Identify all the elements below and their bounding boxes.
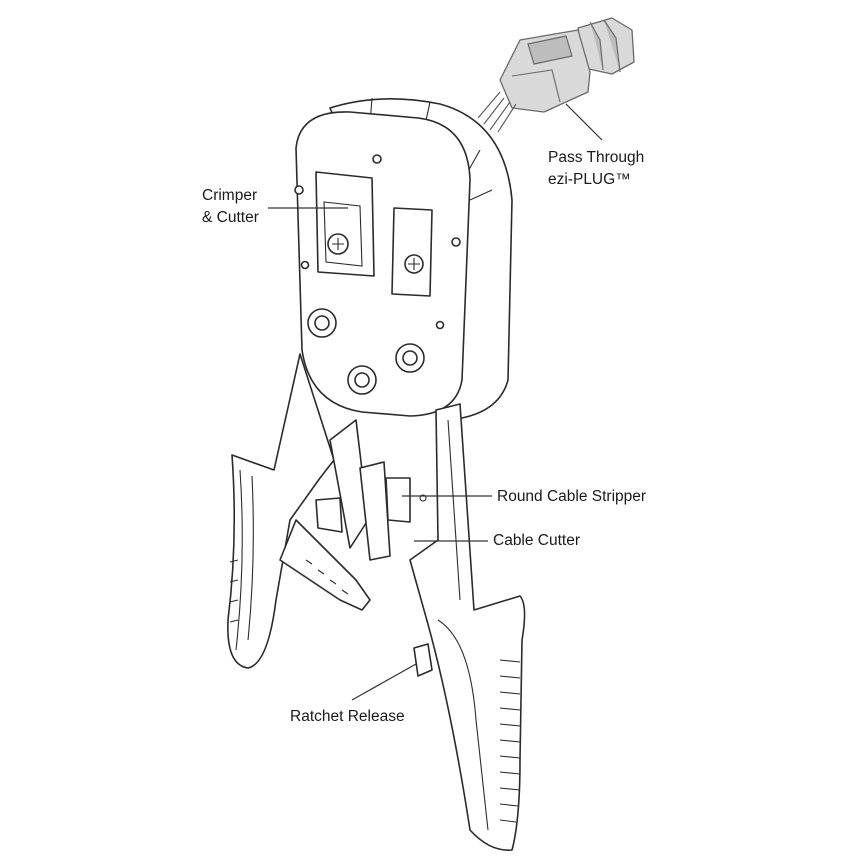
leader-ratchet-release xyxy=(351,663,417,701)
rear-handle xyxy=(227,353,371,669)
label-pass-through-line2: ezi-PLUG™ xyxy=(548,171,631,188)
label-crimper-line1: Crimper xyxy=(202,187,258,204)
label-ratchet-release: Ratchet Release xyxy=(290,708,405,725)
label-pass-through: Pass Through ezi-PLUG™ xyxy=(548,147,644,191)
crimper-head xyxy=(294,97,513,421)
label-pass-through-line1: Pass Through xyxy=(548,149,645,166)
ezi-plug-connector xyxy=(477,17,635,133)
label-cable-cutter: Cable Cutter xyxy=(493,532,581,549)
label-crimper-cutter: Crimper & Cutter xyxy=(202,185,259,229)
stripper-blades xyxy=(315,419,438,561)
leader-lines xyxy=(268,103,603,701)
label-round-cable-stripper: Round Cable Stripper xyxy=(497,488,647,505)
label-crimper-line2: & Cutter xyxy=(202,209,259,226)
leader-pass-through xyxy=(565,103,603,141)
front-handle xyxy=(409,403,526,851)
